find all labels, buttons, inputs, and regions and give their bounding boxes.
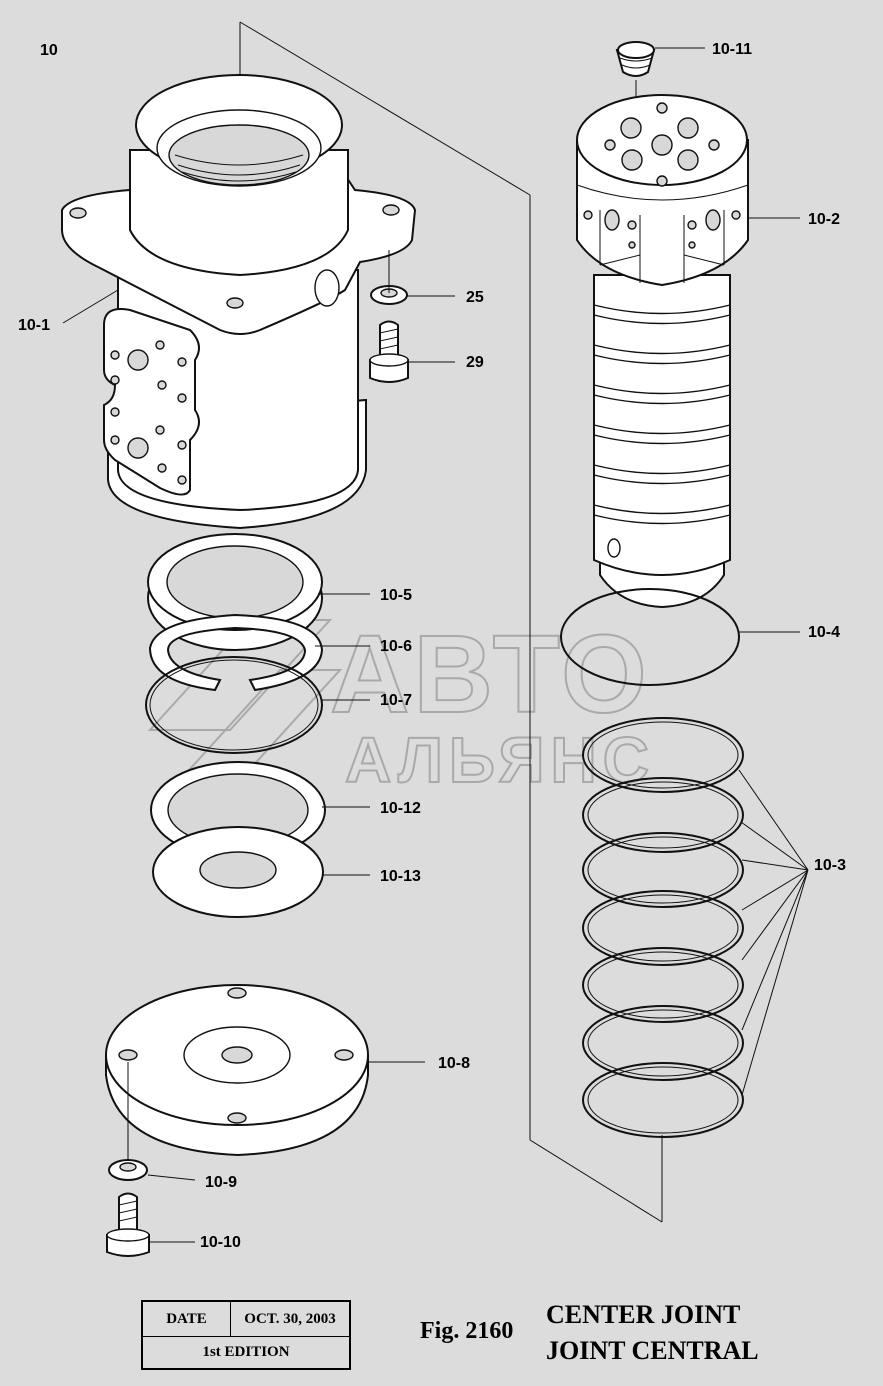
label-10-1: 10-1 xyxy=(18,317,50,334)
label-10-5: 10-5 xyxy=(380,587,412,604)
label-10-2: 10-2 xyxy=(808,211,840,228)
figure-number: Fig. 2160 xyxy=(420,1318,514,1344)
date-value: OCT. 30, 2003 xyxy=(231,1302,349,1337)
label-10-9: 10-9 xyxy=(205,1174,237,1191)
title-french: JOINT CENTRAL xyxy=(546,1336,759,1365)
watermark-line1: АВТО xyxy=(330,613,651,736)
edition-text: 1st EDITION xyxy=(202,1344,290,1360)
seal-part-10-4 xyxy=(560,588,740,686)
label-10-10: 10-10 xyxy=(200,1234,241,1251)
housing-part-10-1 xyxy=(61,74,417,530)
disk-part-10-13 xyxy=(152,826,324,918)
washer-part-10-9 xyxy=(108,1062,148,1181)
spindle-part-10-2 xyxy=(576,94,749,609)
label-10-4: 10-4 xyxy=(808,624,840,641)
date-label: DATE xyxy=(143,1302,231,1337)
oring-part-10-7 xyxy=(145,656,323,754)
title-english: CENTER JOINT xyxy=(546,1300,741,1329)
label-10-7: 10-7 xyxy=(380,692,412,709)
bolt-part-29 xyxy=(369,320,409,383)
seal-rings-part-10-3 xyxy=(582,717,744,1138)
edition-box: DATE OCT. 30, 2003 1st EDITION xyxy=(141,1300,351,1370)
bolt-part-10-10 xyxy=(106,1192,150,1257)
washer-part-25 xyxy=(370,250,408,305)
split-ring-part-10-6 xyxy=(148,613,324,692)
label-29: 29 xyxy=(466,354,484,371)
label-10-8: 10-8 xyxy=(438,1055,470,1072)
label-10-11: 10-11 xyxy=(712,41,752,58)
label-10-3: 10-3 xyxy=(814,857,846,874)
label-10-6: 10-6 xyxy=(380,638,412,655)
leader-lines xyxy=(62,47,809,1243)
assembly-label-10: 10 xyxy=(40,42,58,59)
label-10-13: 10-13 xyxy=(380,868,421,885)
watermark-line2: АЛЬЯНС xyxy=(345,724,655,796)
label-25: 25 xyxy=(466,289,484,306)
label-10-12: 10-12 xyxy=(380,800,421,817)
cover-plate-part-10-8 xyxy=(105,984,369,1157)
plug-part-10-11 xyxy=(615,41,656,118)
callout-labels: 10 10-1 10-2 10-3 10-4 10-5 10-6 10-7 10… xyxy=(18,41,846,1251)
